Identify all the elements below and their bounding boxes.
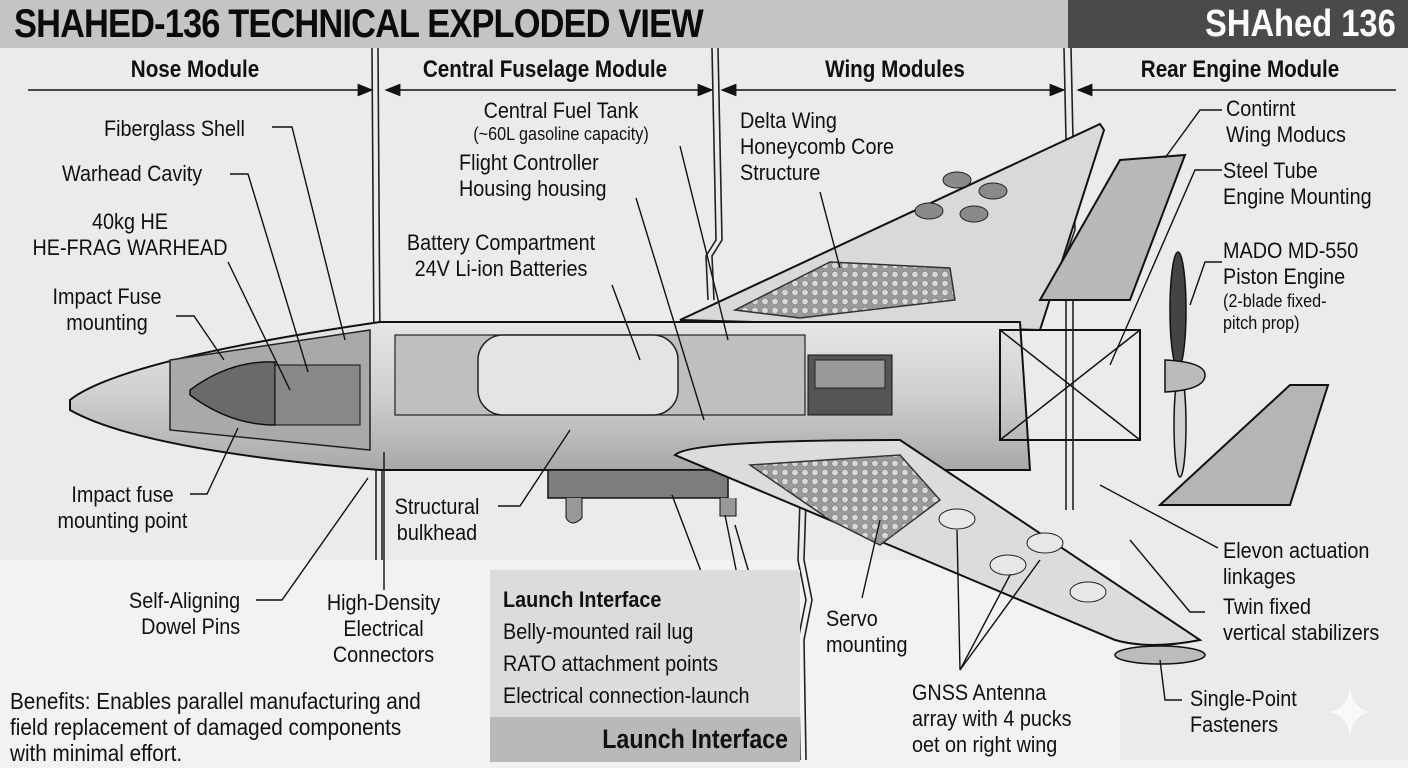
propeller: [1164, 251, 1206, 478]
launch-item: Electrical connection-launch: [503, 683, 750, 708]
label-fastener-line1: Single-Point: [1190, 686, 1297, 711]
section-central-fuselage-module: Central Fuselage Module: [422, 56, 668, 83]
lower-wing: [673, 438, 1206, 665]
launch-interface-footer-label: Launch Interface: [602, 724, 788, 754]
label-elevon-line1: Elevon actuation: [1223, 538, 1370, 563]
benefits-note: Benefits: Enables parallel manufacturing…: [10, 688, 421, 766]
label-impact-fuse-mounting: Impact Fuse mounting: [44, 284, 170, 336]
label-delta-line3: Structure: [740, 160, 821, 185]
label-impact-fuse-point: Impact fuse mounting point: [46, 482, 199, 534]
label-steel-line1: Steel Tube: [1223, 158, 1318, 183]
label-electrical-connectors: High-Density Electrical Connectors: [316, 590, 451, 668]
launch-item: Belly-mounted rail lug: [503, 619, 694, 644]
label-warhead-line1: 40kg HE: [92, 209, 168, 234]
sparkle-watermark-icon: [1330, 688, 1370, 736]
label-contirnt-wing-moducs: Contirnt Wing Moducs: [1226, 96, 1346, 148]
upper-vertical-stabilizer: [1038, 153, 1187, 301]
label-elevon-line2: linkages: [1223, 564, 1296, 589]
label-steel-tube-mounting: Steel Tube Engine Mounting: [1223, 158, 1372, 210]
label-battery-line1: Battery Compartment: [406, 230, 596, 255]
label-engine-line4: pitch prop): [1223, 313, 1300, 333]
label-piston-engine: MADO MD-550 Piston Engine (2-blade fixed…: [1223, 238, 1358, 334]
label-connectors-line1: High-Density: [326, 590, 441, 615]
launch-item: RATO attachment points: [503, 651, 718, 676]
label-contirnt-line2: Wing Moducs: [1226, 122, 1346, 147]
label-fuel-capacity: (~60L gasoline capacity): [473, 124, 649, 144]
label-single-point-fasteners: Single-Point Fasteners: [1190, 686, 1297, 738]
label-bulkhead-line1: Structural: [394, 494, 480, 519]
label-servo-line1: Servo: [826, 606, 878, 631]
label-flight-controller: Flight Controller Housing housing: [459, 150, 607, 202]
label-stab-line2: vertical stabilizers: [1223, 620, 1380, 645]
label-warhead-cavity: Warhead Cavity: [62, 161, 203, 186]
label-stab-line1: Twin fixed: [1223, 594, 1312, 619]
label-connectors-line3: Connectors: [332, 642, 435, 667]
label-battery-compartment: Battery Compartment 24V Li-ion Batteries: [402, 230, 600, 282]
label-battery-line2: 24V Li-ion Batteries: [414, 256, 588, 281]
label-impact-fuse-line1: Impact Fuse: [52, 284, 162, 309]
label-dowel-line2: Dowel Pins: [141, 614, 241, 639]
label-dowel-line1: Self-Aligning: [129, 588, 241, 613]
label-flight-ctrl-line2: Housing housing: [459, 176, 607, 201]
label-fuel-tank-title: Central Fuel Tank: [483, 98, 639, 123]
label-delta-line2: Honeycomb Core: [740, 134, 895, 159]
title-bar: SHAHED-136 TECHNICAL EXPLODED VIEW SHAhe…: [0, 0, 1408, 48]
fuselage: [69, 321, 1141, 471]
label-impact-fuse-point-line2: mounting point: [57, 508, 188, 533]
label-impact-fuse-point-line1: Impact fuse: [71, 482, 174, 507]
label-engine-line3: (2-blade fixed-: [1223, 291, 1327, 311]
label-delta-line1: Delta Wing: [740, 108, 837, 133]
label-connectors-line2: Electrical: [343, 616, 424, 641]
label-servo-mounting: Servo mounting: [826, 606, 907, 658]
section-nose-module: Nose Module: [130, 56, 260, 83]
label-warhead: 40kg HE HE-FRAG WARHEAD: [22, 209, 238, 261]
label-bulkhead-line2: bulkhead: [396, 520, 478, 545]
label-structural-bulkhead: Structural bulkhead: [392, 494, 482, 546]
label-elevon-linkages: Elevon actuation linkages: [1223, 538, 1369, 590]
label-fuel-tank: Central Fuel Tank (~60L gasoline capacit…: [462, 98, 660, 144]
label-vertical-stabilizers: Twin fixed vertical stabilizers: [1223, 594, 1379, 646]
upper-wing: [679, 122, 1106, 332]
label-servo-line2: mounting: [826, 632, 908, 657]
launch-interface-heading: Launch Interface: [503, 587, 662, 612]
label-gnss-line3: oet on right wing: [912, 732, 1058, 757]
label-gnss-line2: array with 4 pucks: [912, 706, 1072, 731]
label-contirnt-line1: Contirnt: [1226, 96, 1296, 121]
section-rear-engine-module: Rear Engine Module: [1140, 56, 1340, 83]
launch-interface-list: Launch Interface Belly-mounted rail lug …: [503, 584, 750, 712]
page-title: SHAHED-136 TECHNICAL EXPLODED VIEW: [14, 2, 704, 46]
label-dowel-pins: Self-Aligning Dowel Pins: [116, 588, 240, 640]
benefits-line2: field replacement of damaged components: [10, 714, 402, 740]
launch-rail: [547, 469, 737, 524]
brand-label: SHAhed 136: [1205, 3, 1396, 45]
label-gnss-antenna: GNSS Antenna array with 4 pucks oet on r…: [912, 680, 1072, 758]
label-flight-ctrl-line1: Flight Controller: [459, 150, 599, 175]
label-fiberglass-shell: Fiberglass Shell: [104, 116, 245, 141]
lower-vertical-stabilizer: [1157, 384, 1330, 506]
label-impact-fuse-line2: mounting: [66, 310, 148, 335]
label-gnss-line1: GNSS Antenna: [912, 680, 1047, 705]
benefits-line1: Benefits: Enables parallel manufacturing…: [10, 688, 421, 714]
label-engine-line2: Piston Engine: [1223, 264, 1346, 289]
benefits-line3: with minimal effort.: [10, 740, 183, 766]
label-delta-wing: Delta Wing Honeycomb Core Structure: [740, 108, 894, 186]
brand-badge: SHAhed 136: [1068, 0, 1408, 48]
section-wing-modules: Wing Modules: [825, 56, 965, 83]
launch-interface-footer: Launch Interface: [490, 717, 800, 762]
label-warhead-line2: HE-FRAG WARHEAD: [32, 235, 228, 260]
label-fastener-line2: Fasteners: [1190, 712, 1279, 737]
label-engine-line1: MADO MD-550: [1223, 238, 1359, 263]
label-steel-line2: Engine Mounting: [1223, 184, 1372, 209]
